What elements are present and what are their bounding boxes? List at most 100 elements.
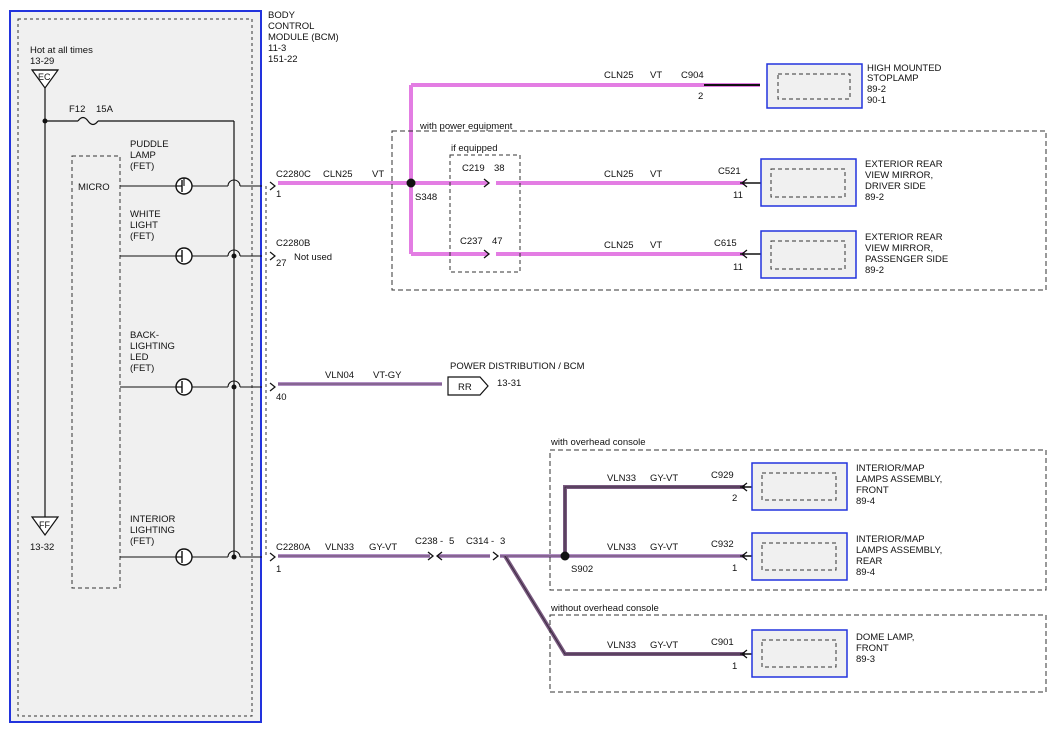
color-label: VT (650, 240, 662, 251)
c2280c-pin: 1 (276, 189, 281, 200)
circuit-label: CLN25 (604, 169, 634, 180)
component-label: 89-2 (865, 192, 884, 203)
color-label: GY-VT (650, 473, 678, 484)
if-equipped-group (449, 154, 521, 273)
hot-label: Hot at all times (30, 45, 93, 56)
circuit-label: CLN25 (604, 240, 634, 251)
fet-icon (175, 247, 193, 265)
component-label: 89-2 (865, 265, 884, 276)
without-console-label: without overhead console (550, 603, 659, 614)
power-dist-label: POWER DISTRIBUTION / BCM (450, 361, 585, 372)
output-label: LIGHT (130, 220, 158, 231)
component-label: EXTERIOR REAR (865, 232, 943, 243)
c2280a-pin: 1 (276, 564, 281, 575)
color-label: GY-VT (369, 542, 397, 553)
output-label: LIGHTING (130, 341, 175, 352)
micro-box (71, 155, 121, 589)
c929-pin: 2 (732, 493, 737, 504)
component-label: STOPLAMP (867, 73, 919, 84)
ec-ground-symbol: EC (30, 69, 60, 90)
output-label: INTERIOR (130, 514, 176, 525)
component-label: INTERIOR/MAP (856, 463, 925, 474)
ff-ground-symbol: FF (30, 516, 60, 537)
component-label: 89-3 (856, 654, 875, 665)
c2280b-label: C2280B (276, 238, 310, 249)
c904-pin: 2 (698, 91, 703, 102)
fet-row-puddle (120, 177, 262, 195)
c238-pin: 5 (449, 536, 454, 547)
circuit-label: VLN33 (607, 640, 636, 651)
circuit-label: VLN04 (325, 370, 354, 381)
fet-row-white (120, 247, 262, 265)
component-label: PASSENGER SIDE (865, 254, 948, 265)
c904-label: C904 (681, 70, 704, 81)
circuit-label: VLN33 (607, 473, 636, 484)
if-equipped-label: if equipped (451, 143, 497, 154)
circuit-label: VLN33 (325, 542, 354, 553)
component-label: HIGH MOUNTED (867, 63, 942, 74)
ec-symbol-label: EC (38, 72, 51, 82)
splice-s902 (560, 551, 570, 561)
color-label: VT-GY (373, 370, 402, 381)
component-label: LAMPS ASSEMBLY, (856, 474, 942, 485)
c615-label: C615 (714, 238, 737, 249)
output-label: WHITE (130, 209, 161, 220)
power-equipment-label: with power equipment (419, 121, 513, 132)
c237-pin: 47 (492, 236, 503, 247)
dome-lamp-component: DOME LAMP, FRONT 89-3 (751, 629, 914, 678)
ff-symbol-label: FF (39, 520, 50, 530)
c219-pin: 38 (494, 163, 505, 174)
output-label: LAMP (130, 150, 156, 161)
dash: - (491, 536, 494, 547)
c521-pin: 11 (733, 190, 743, 201)
output-label: (FET) (130, 536, 154, 547)
fuse-label: F12 (69, 104, 85, 115)
c521-label: C521 (718, 166, 741, 177)
hot-ref: 13-29 (30, 56, 54, 67)
bcm-module (9, 10, 262, 723)
mirror-passenger-component: EXTERIOR REAR VIEW MIRROR, PASSENGER SID… (760, 230, 948, 279)
component-label: VIEW MIRROR, (865, 243, 933, 254)
bcm-title-line: 151-22 (268, 54, 298, 65)
splice-s348 (406, 178, 416, 188)
component-label: 89-4 (856, 496, 875, 507)
mirror-driver-component: EXTERIOR REAR VIEW MIRROR, DRIVER SIDE 8… (760, 158, 943, 207)
pin40-label: 40 (276, 392, 287, 403)
output-label: LIGHTING (130, 525, 175, 536)
bcm-title-line: BODY (268, 10, 296, 21)
output-label: (FET) (130, 363, 154, 374)
output-label: PUDDLE (130, 139, 169, 150)
component-label: 89-4 (856, 567, 875, 578)
overhead-console-group (549, 449, 1047, 591)
component-label: 90-1 (867, 95, 886, 106)
bcm-title-line: MODULE (BCM) (268, 32, 339, 43)
map-lamp-front-component: INTERIOR/MAP LAMPS ASSEMBLY, FRONT 89-4 (751, 462, 942, 511)
color-label: GY-VT (650, 640, 678, 651)
c237-label: C237 (460, 236, 483, 247)
rr-connector-symbol: RR (447, 376, 489, 396)
wire-cln25 (278, 83, 762, 256)
component-label: DOME LAMP, (856, 632, 914, 643)
color-label: VT (372, 169, 384, 180)
output-label: (FET) (130, 161, 154, 172)
c314-label: C314 (466, 536, 489, 547)
fuse-icon (77, 116, 99, 126)
splice-label: S902 (571, 564, 593, 575)
no-console-group (549, 614, 1047, 693)
micro-label: MICRO (78, 182, 110, 193)
power-equipment-group (391, 130, 1047, 291)
bcm-title: BODY CONTROL MODULE (BCM) 11-3 151-22 (268, 10, 339, 65)
component-label: INTERIOR/MAP (856, 534, 925, 545)
c2280c-label: C2280C (276, 169, 311, 180)
component-label: EXTERIOR REAR (865, 159, 943, 170)
fet-row-backlighting (120, 378, 262, 396)
c219-label: C219 (462, 163, 485, 174)
c932-pin: 1 (732, 563, 737, 574)
with-console-label: with overhead console (550, 437, 646, 448)
color-label: GY-VT (650, 542, 678, 553)
c615-pin: 11 (733, 262, 743, 273)
ff-ref: 13-32 (30, 542, 54, 553)
fet-icon (175, 548, 193, 566)
output-label: (FET) (130, 231, 154, 242)
